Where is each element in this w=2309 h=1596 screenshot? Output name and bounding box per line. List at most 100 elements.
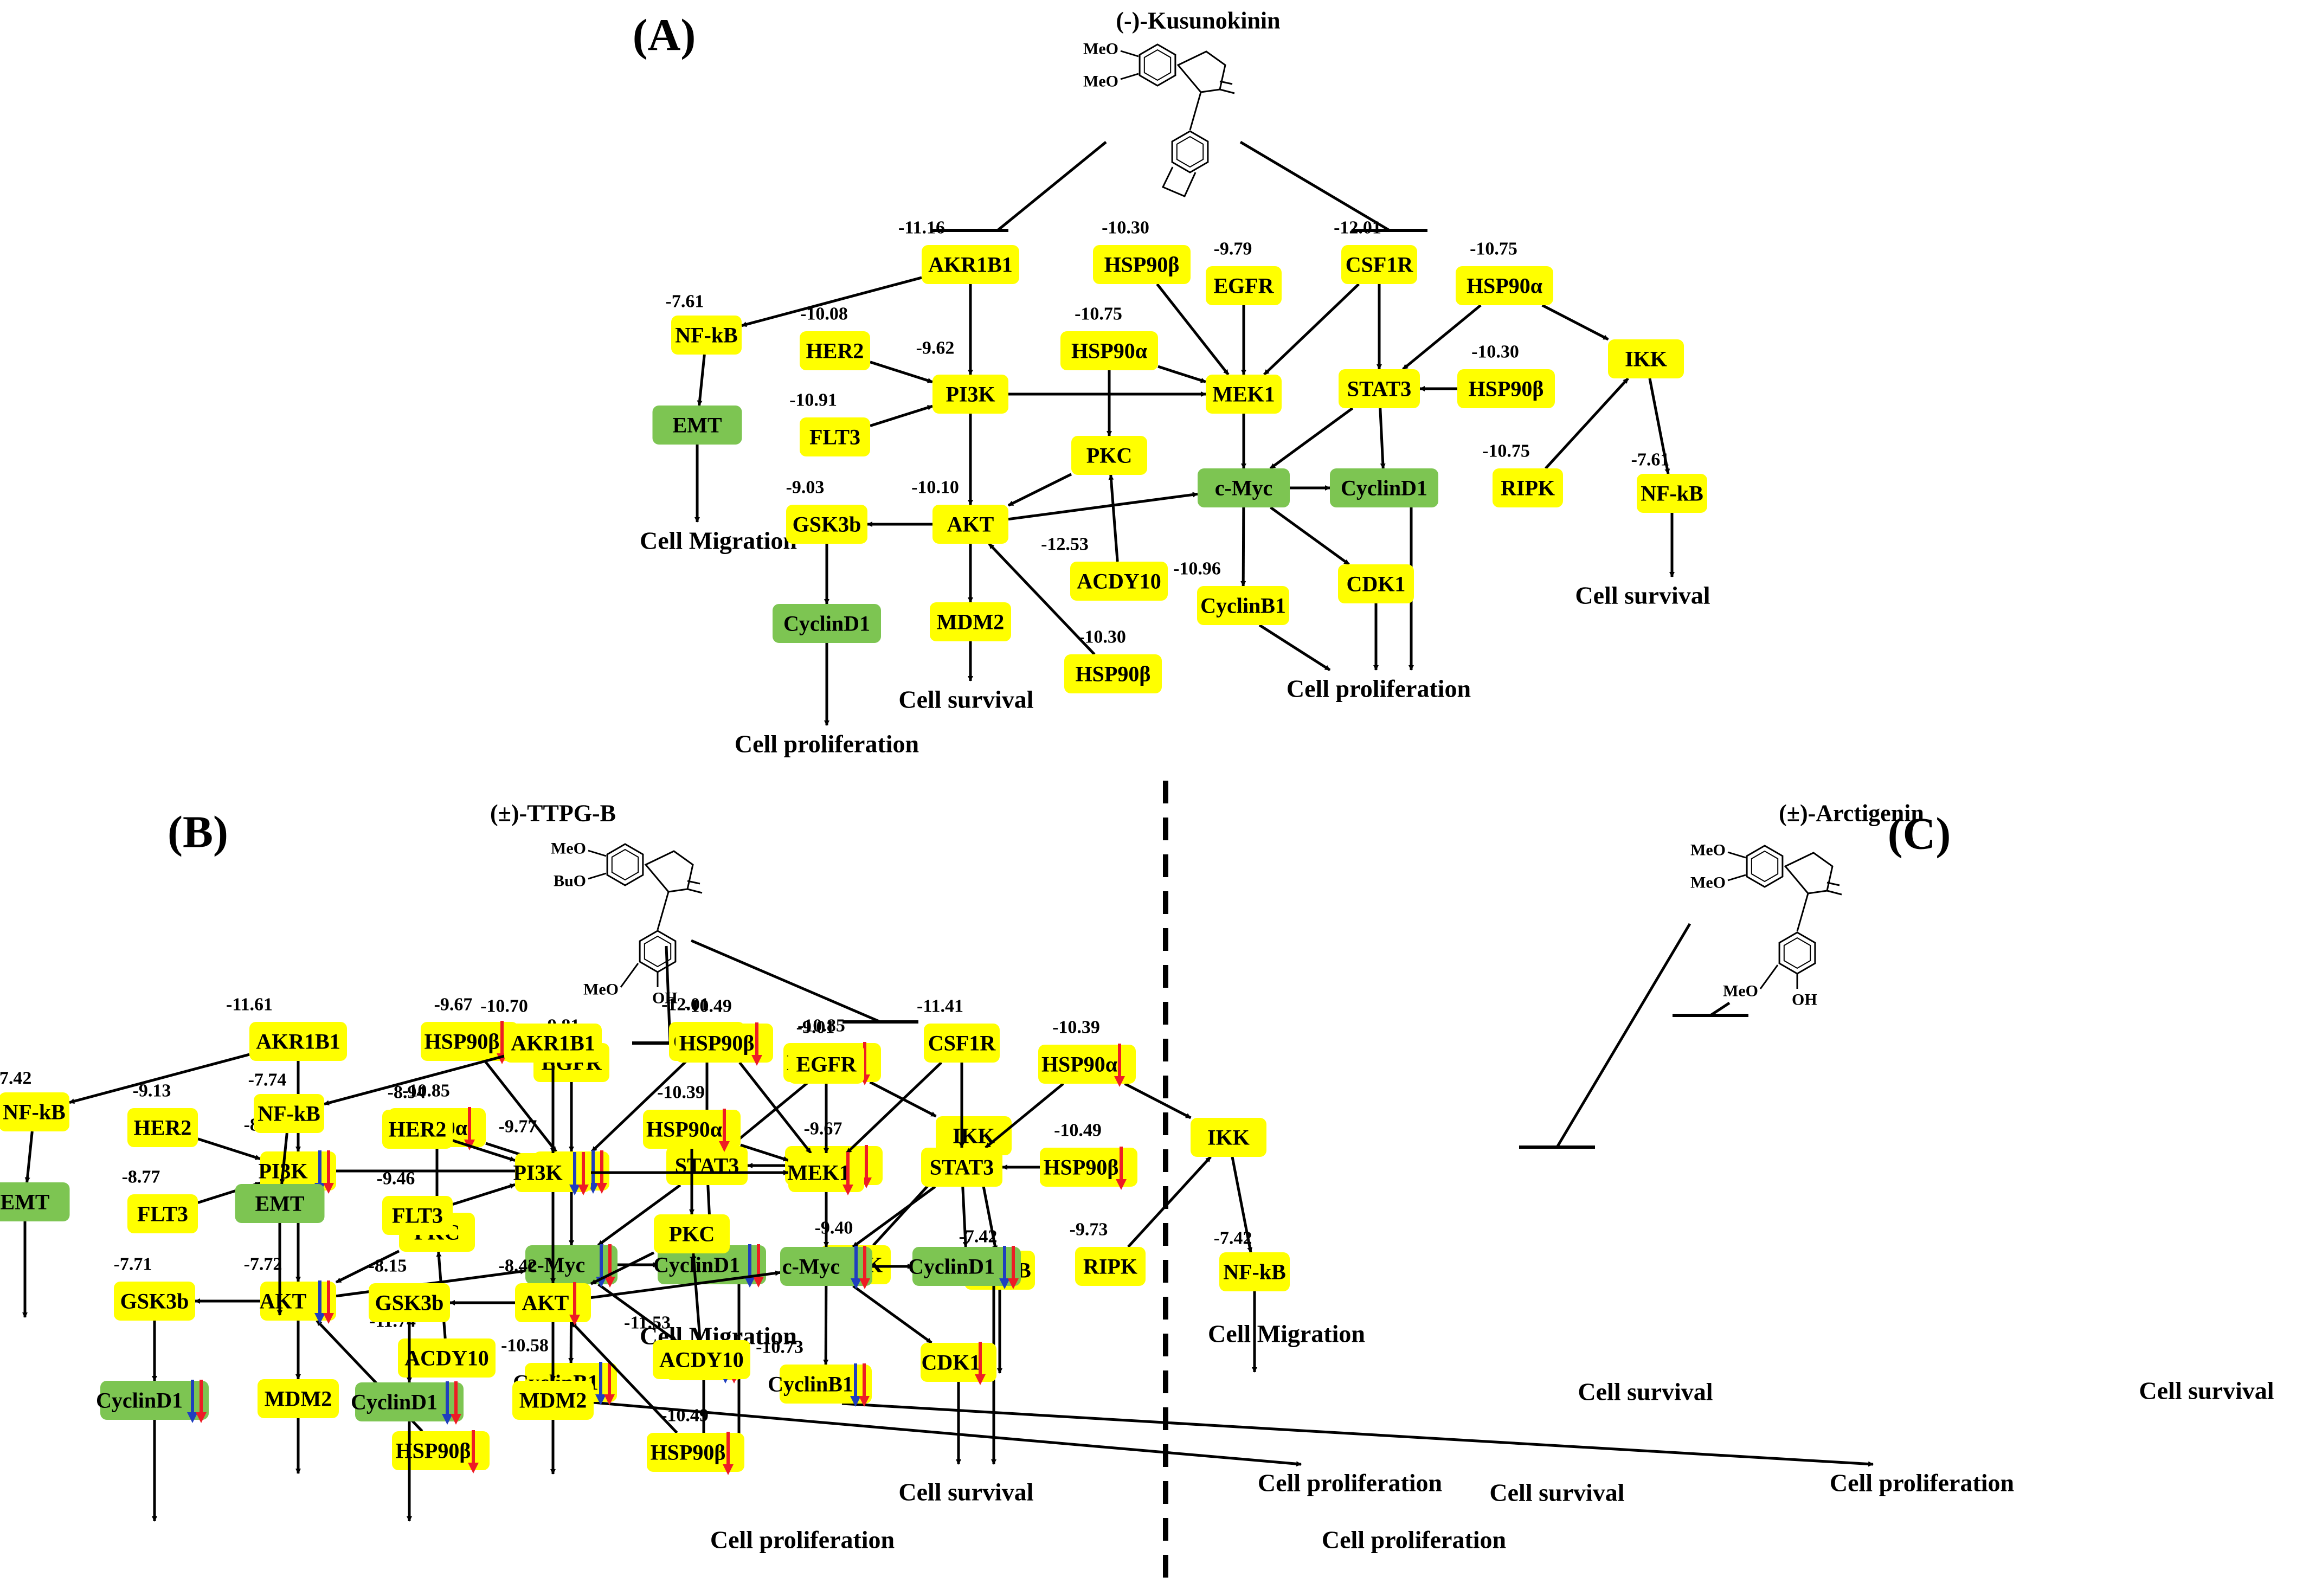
binding-score: -9.77 [499, 1117, 537, 1137]
node-label: MDM2 [265, 1387, 332, 1411]
node-box [932, 375, 1008, 414]
node-label: CyclinD1 [351, 1390, 438, 1414]
node-hsp90b-bottom: HSP90β-10.49 [647, 1406, 744, 1475]
binding-score: -11.41 [917, 996, 963, 1016]
node-label: c-Myc [1215, 476, 1273, 500]
node-cyclind1-left: CyclinD1 [96, 1380, 209, 1423]
node-box [1338, 564, 1414, 603]
substituent-label: MeO [1083, 40, 1118, 58]
binding-score: -10.49 [661, 1406, 709, 1426]
binding-score: -8.42 [499, 1256, 537, 1276]
node-nfkb-right: NF-kB-7.61 [1631, 450, 1707, 513]
node-label: STAT3 [930, 1155, 994, 1180]
downregulation-arrowhead [604, 1277, 615, 1288]
node-box [788, 1045, 864, 1084]
node-hsp90a-mid: HSP90α-10.75 [1060, 304, 1158, 370]
downregulation-arrowhead [1008, 1278, 1019, 1289]
edge-arrow [590, 1270, 781, 1299]
node-box [1093, 245, 1191, 284]
edge-arrow [852, 1185, 936, 1249]
node-mdm2: MDM2 [258, 1379, 339, 1418]
node-box [671, 316, 742, 355]
downregulation-arrowhead [314, 1313, 325, 1324]
binding-score: -11.61 [226, 995, 273, 1015]
edge-arrow [697, 354, 706, 406]
binding-score: -7.71 [114, 1254, 152, 1275]
binding-score: -10.91 [789, 390, 837, 410]
downregulation-arrowhead [442, 1414, 453, 1425]
node-hsp90b-top: HSP90β-10.30 [1093, 218, 1191, 284]
node-label: HSP90α [646, 1117, 722, 1142]
node-flt3: FLT3-9.46 [377, 1169, 453, 1235]
node-hsp90b-right: HSP90β-10.30 [1457, 342, 1555, 408]
node-cyclinb1: CyclinB1-10.96 [1173, 559, 1289, 625]
edge-arrow [1402, 304, 1482, 370]
edge-arrow [197, 1137, 261, 1160]
binding-score: -8.94 [388, 1083, 426, 1103]
edge-arrow [1127, 1156, 1212, 1248]
node-label: HSP90β [679, 1031, 755, 1056]
node-label: CyclinD1 [96, 1388, 183, 1413]
outcome-cell-survival: Cell survival [1575, 582, 1710, 609]
node-box [1608, 339, 1684, 378]
edge-arrow [1231, 1156, 1253, 1253]
node-label: PI3K [513, 1161, 562, 1185]
node-pi3k: PI3K-9.62 [916, 338, 1008, 414]
node-box [1339, 369, 1420, 408]
node-box [515, 1153, 591, 1192]
binding-score: -10.96 [1173, 559, 1221, 579]
node-label: CyclinD1 [908, 1254, 995, 1279]
outcome-cell-migration: Cell Migration [1208, 1320, 1365, 1348]
node-cmyc: c-Myc [1198, 468, 1290, 507]
node-egfr: EGFR-9.01 [788, 1018, 864, 1084]
node-cyclind1-left: CyclinD1 [773, 604, 881, 643]
node-box [1075, 1247, 1146, 1286]
binding-score: -9.67 [804, 1119, 842, 1139]
node-akt: AKT-8.42 [499, 1256, 591, 1325]
downregulation-arrowhead [999, 1278, 1010, 1289]
node-box [930, 602, 1011, 641]
node-gsk3b: GSK3b -7.71 [114, 1254, 195, 1321]
node-ikk: IKK [1191, 1118, 1266, 1157]
node-label: EMT [672, 413, 722, 437]
node-nfkb-left: NF-kB-7.61 [666, 292, 742, 355]
binding-score: -9.01 [796, 1018, 835, 1038]
binding-score: -7.61 [666, 292, 704, 312]
node-hsp90a-mid: HSP90α -10.39 [643, 1083, 741, 1152]
substituent-label: OH [1792, 991, 1817, 1009]
node-box [1064, 654, 1162, 693]
substituent-label: MeO [1723, 982, 1758, 1000]
node-label: GSK3b [120, 1289, 189, 1314]
node-label: GSK3b [375, 1291, 444, 1315]
binding-score: -12.01 [661, 995, 709, 1015]
node-box [1060, 331, 1158, 370]
node-acdy10: ACDY10-12.53 [1041, 535, 1168, 601]
downregulation-arrowhead [187, 1412, 198, 1423]
node-akt: AKT-10.10 [911, 478, 1008, 544]
binding-score: -9.67 [434, 995, 473, 1015]
node-label: FLT3 [137, 1202, 188, 1226]
node-box [1341, 245, 1417, 284]
node-label: MDM2 [937, 610, 1004, 634]
node-label: HSP90α [1071, 339, 1147, 363]
downregulation-arrowhead [859, 1396, 870, 1407]
node-box [421, 1022, 518, 1061]
binding-score: -9.73 [1070, 1220, 1108, 1240]
downregulation-arrowhead [596, 1183, 607, 1194]
node-box [1038, 1045, 1136, 1084]
binding-score: -10.39 [1052, 1018, 1100, 1038]
node-her2: HER2-8.94 [382, 1083, 453, 1149]
node-pi3k: PI3K -9.77 [499, 1117, 591, 1195]
node-box [786, 505, 867, 544]
downregulation-arrowhead [451, 1414, 461, 1425]
node-hsp90a-top: HSP90α-10.75 [1456, 239, 1553, 305]
node-label: STAT3 [1347, 377, 1412, 401]
binding-score: -9.03 [786, 478, 825, 498]
binding-score: -10.39 [657, 1083, 705, 1103]
node-flt3: FLT3-10.91 [789, 390, 870, 456]
node-box [1456, 266, 1553, 305]
node-box [127, 1108, 198, 1147]
node-label: EMT [0, 1190, 49, 1214]
node-label: CyclinD1 [653, 1253, 740, 1277]
